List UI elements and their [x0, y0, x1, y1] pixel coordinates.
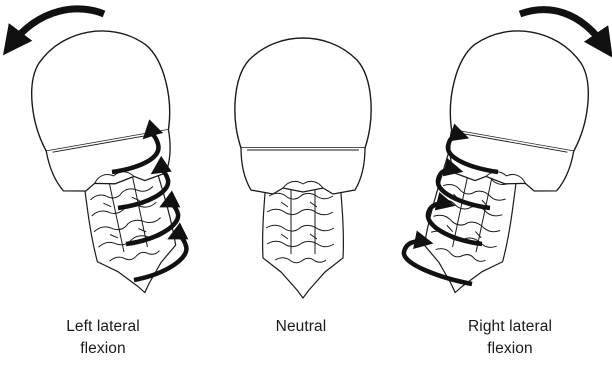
left-caption-line2: flexion [28, 338, 178, 360]
neutral-figure [235, 38, 371, 298]
left-flexion-figure [10, 9, 186, 301]
neutral-caption-line1: Neutral [236, 316, 366, 338]
left-flexion-caption: Left lateral flexion [28, 316, 178, 360]
left-caption-line1: Left lateral [28, 316, 178, 338]
neutral-caption: Neutral [236, 316, 366, 338]
right-skull [438, 20, 599, 197]
right-caption-line2: flexion [425, 338, 595, 360]
right-caption-line1: Right lateral [425, 316, 595, 338]
right-flexion-figure [404, 10, 606, 301]
neutral-skull [235, 38, 371, 194]
right-flexion-caption: Right lateral flexion [425, 316, 595, 360]
